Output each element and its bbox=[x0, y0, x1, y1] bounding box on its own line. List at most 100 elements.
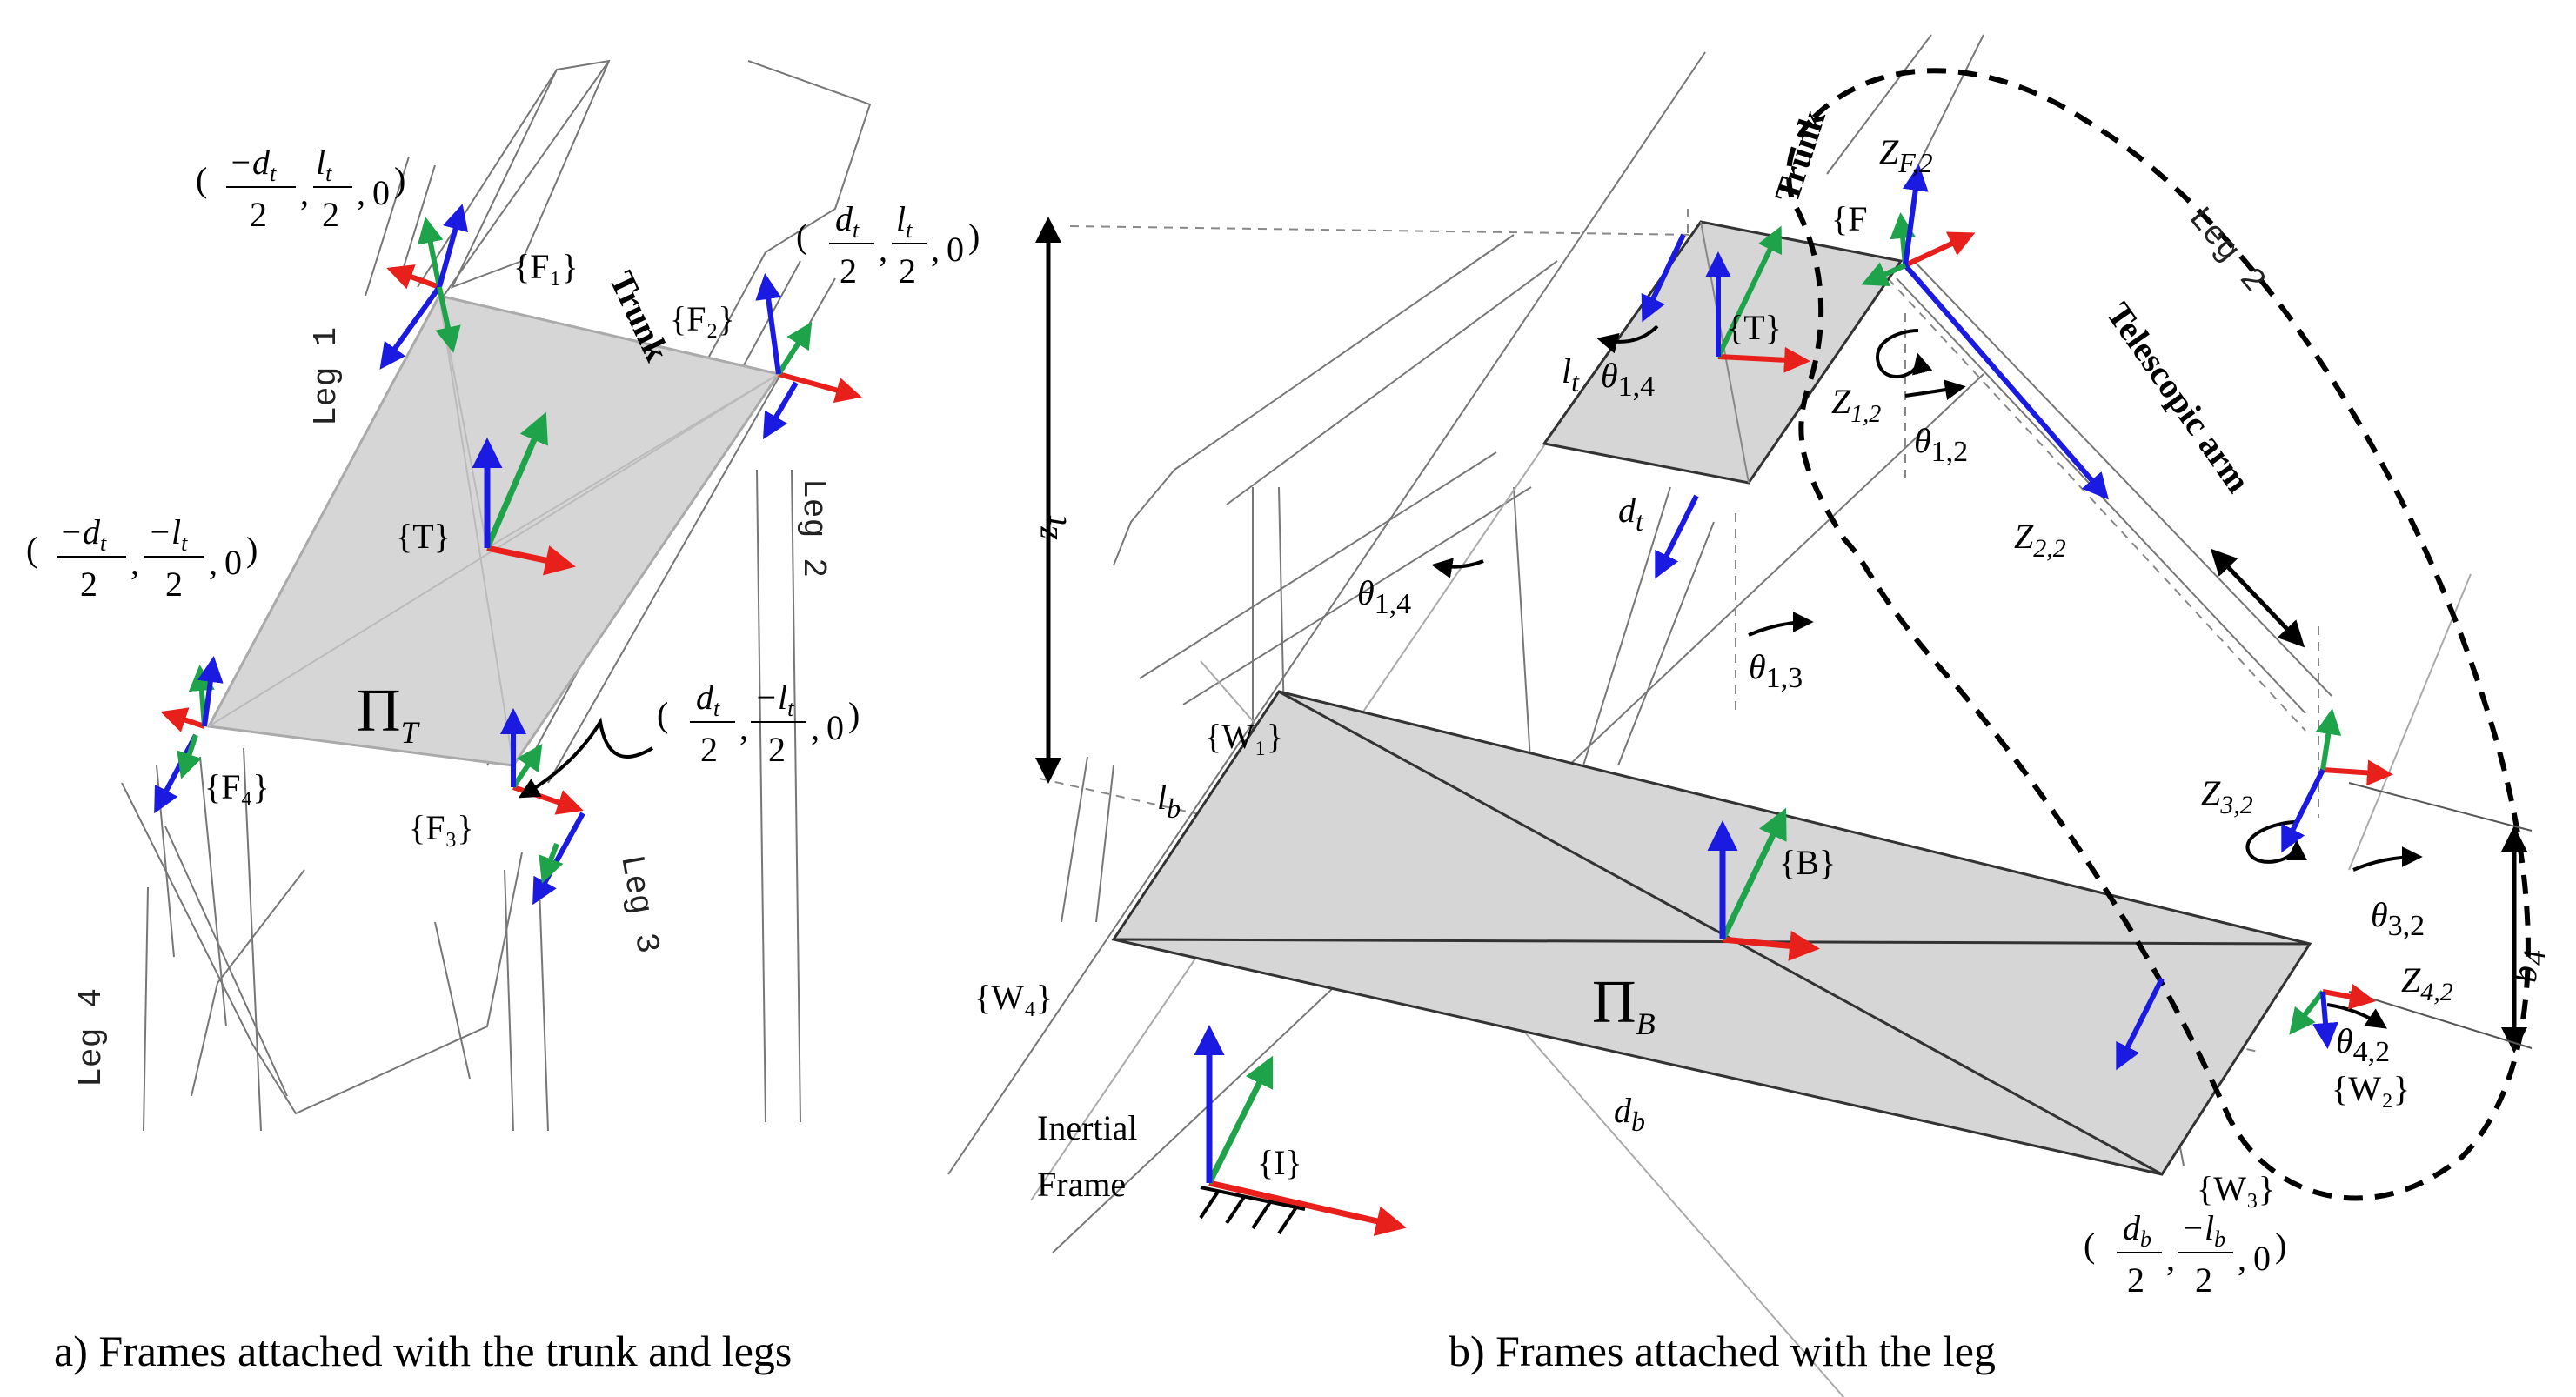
x-num-sub: t bbox=[713, 696, 720, 721]
comma2: , bbox=[931, 230, 940, 269]
dimension-arrows bbox=[1035, 217, 2527, 1053]
paren-left: ( bbox=[26, 530, 37, 569]
comma1: , bbox=[879, 230, 887, 269]
trunk-label-right: Trunk bbox=[1767, 104, 1833, 207]
axis-z22-sub: 2,2 bbox=[2033, 534, 2066, 563]
comma2: , bbox=[209, 543, 217, 582]
x-den: 2 bbox=[250, 195, 267, 234]
z-val: 0 bbox=[224, 543, 242, 582]
x-num-sub: t bbox=[100, 531, 107, 556]
paren-left: ( bbox=[196, 160, 207, 199]
y-num-text: −l bbox=[754, 678, 787, 717]
y-num: lt bbox=[316, 143, 332, 186]
trunk-body-outline bbox=[451, 59, 611, 289]
axis-z32-sub: 3,2 bbox=[2219, 791, 2253, 819]
x-num-sub: t bbox=[270, 161, 277, 186]
base-plane-label: ΠB bbox=[1592, 969, 1656, 1041]
dim-lt-text: l bbox=[1562, 351, 1571, 391]
comma2: , bbox=[357, 173, 365, 212]
paren-right: ) bbox=[2275, 1226, 2286, 1265]
dim-dt-text: d bbox=[1618, 491, 1636, 530]
z-val: 0 bbox=[947, 230, 964, 269]
paren-right: ) bbox=[394, 160, 405, 199]
paren-left: ( bbox=[657, 695, 668, 734]
leader-coord-c4 bbox=[518, 717, 654, 799]
angle-t42-text: θ bbox=[2336, 1021, 2353, 1060]
y-num-sub: t bbox=[325, 161, 332, 186]
angle-t42-sub: 4,2 bbox=[2353, 1036, 2391, 1068]
y-num-text: −l bbox=[148, 512, 181, 551]
x-num: −dt bbox=[229, 143, 277, 186]
angle-t14b-text: θ bbox=[1357, 573, 1375, 612]
leg4-label: Leg 4 bbox=[73, 988, 110, 1087]
dim-db-text: d bbox=[1614, 1091, 1632, 1130]
x-num-text: d bbox=[835, 199, 853, 238]
axis-z42: Z4,2 bbox=[2401, 960, 2453, 1006]
axis-zf2-text: Z bbox=[1879, 132, 1899, 171]
caption-right: b) Frames attached with the leg bbox=[1449, 1327, 1996, 1375]
dim-lt-sub: t bbox=[1571, 366, 1580, 398]
y-num: −lb bbox=[2181, 1208, 2225, 1252]
frame-T-label-right: {T} bbox=[1727, 308, 1782, 347]
dim-dt: dt bbox=[1618, 491, 1644, 537]
x-den: 2 bbox=[2127, 1260, 2144, 1300]
frame-F4-label: {F₄} bbox=[204, 767, 270, 806]
axis-z12: Z1,2 bbox=[1831, 382, 1881, 428]
comma1: , bbox=[130, 543, 139, 582]
x-num-text: d bbox=[696, 678, 714, 717]
axis-zf2: ZF,2 bbox=[1879, 132, 1933, 178]
z-val: 0 bbox=[826, 708, 844, 747]
axis-z22-text: Z bbox=[2014, 517, 2034, 556]
y-num: −lt bbox=[754, 678, 794, 721]
y-den: 2 bbox=[165, 565, 183, 604]
axis-z22: Z2,2 bbox=[2014, 517, 2066, 563]
angle-t42: θ4,2 bbox=[2336, 1021, 2390, 1068]
frame-W3-axes bbox=[2116, 977, 2165, 1071]
dim-db: db bbox=[1614, 1091, 1645, 1137]
z-val: 0 bbox=[372, 173, 390, 212]
rotation-arrows bbox=[1431, 324, 2423, 1029]
comma2: , bbox=[811, 708, 820, 747]
frame-F2-axes bbox=[755, 273, 862, 440]
x-num-text: d bbox=[2123, 1208, 2141, 1247]
angle-t32: θ3,2 bbox=[2371, 895, 2425, 942]
dim-dt-sub: t bbox=[1636, 505, 1644, 537]
angle-t13-text: θ bbox=[1749, 647, 1766, 686]
dim-zt-text: z bbox=[1026, 525, 1065, 540]
axis-z32-text: Z bbox=[2201, 773, 2221, 812]
angle-t13: θ1,3 bbox=[1749, 647, 1803, 694]
frame-F3-axes bbox=[500, 708, 585, 906]
paren-right: ) bbox=[246, 530, 258, 569]
y-num-text: l bbox=[896, 199, 906, 238]
frame-F1-label: {F₁} bbox=[513, 247, 579, 286]
comma1: , bbox=[2166, 1239, 2175, 1278]
axis-z32: Z3,2 bbox=[2201, 773, 2253, 819]
leg2-label: Leg 2 bbox=[794, 478, 832, 578]
frame-F3-label: {F₃} bbox=[409, 808, 474, 847]
y-den: 2 bbox=[899, 251, 916, 291]
rotation-loops bbox=[1876, 329, 2307, 864]
dim-b4-sub: 4 bbox=[2517, 950, 2552, 966]
angle-t14a-sub: 1,4 bbox=[1618, 371, 1656, 403]
coord-c4: ( dt 2 , −lt 2 , 0 ) bbox=[657, 678, 860, 769]
frame-B-axes bbox=[1707, 807, 1820, 961]
y-num-sub: t bbox=[787, 696, 794, 721]
x-num-sub: b bbox=[2140, 1227, 2151, 1252]
frame-W4-label: {W₄} bbox=[974, 978, 1053, 1017]
paren-right: ) bbox=[968, 217, 980, 256]
angle-t12: θ1,2 bbox=[1914, 421, 1968, 468]
frame-W1-axes bbox=[1641, 233, 1699, 579]
comma2: , bbox=[2238, 1239, 2246, 1278]
y-num-text: l bbox=[316, 143, 325, 182]
frame-T-label-left: {T} bbox=[396, 517, 451, 556]
y-num: −lt bbox=[148, 512, 188, 556]
x-num: −dt bbox=[59, 512, 107, 556]
b4-extension-lines bbox=[2348, 782, 2533, 1049]
base-plane bbox=[1111, 690, 2312, 1176]
frame-I-label: {I} bbox=[1257, 1143, 1302, 1182]
frame-W1-label: {W₁} bbox=[1205, 717, 1283, 756]
y-den: 2 bbox=[2195, 1260, 2212, 1300]
comma1: , bbox=[300, 173, 309, 212]
axis-z12-sub: 1,2 bbox=[1850, 401, 1881, 428]
